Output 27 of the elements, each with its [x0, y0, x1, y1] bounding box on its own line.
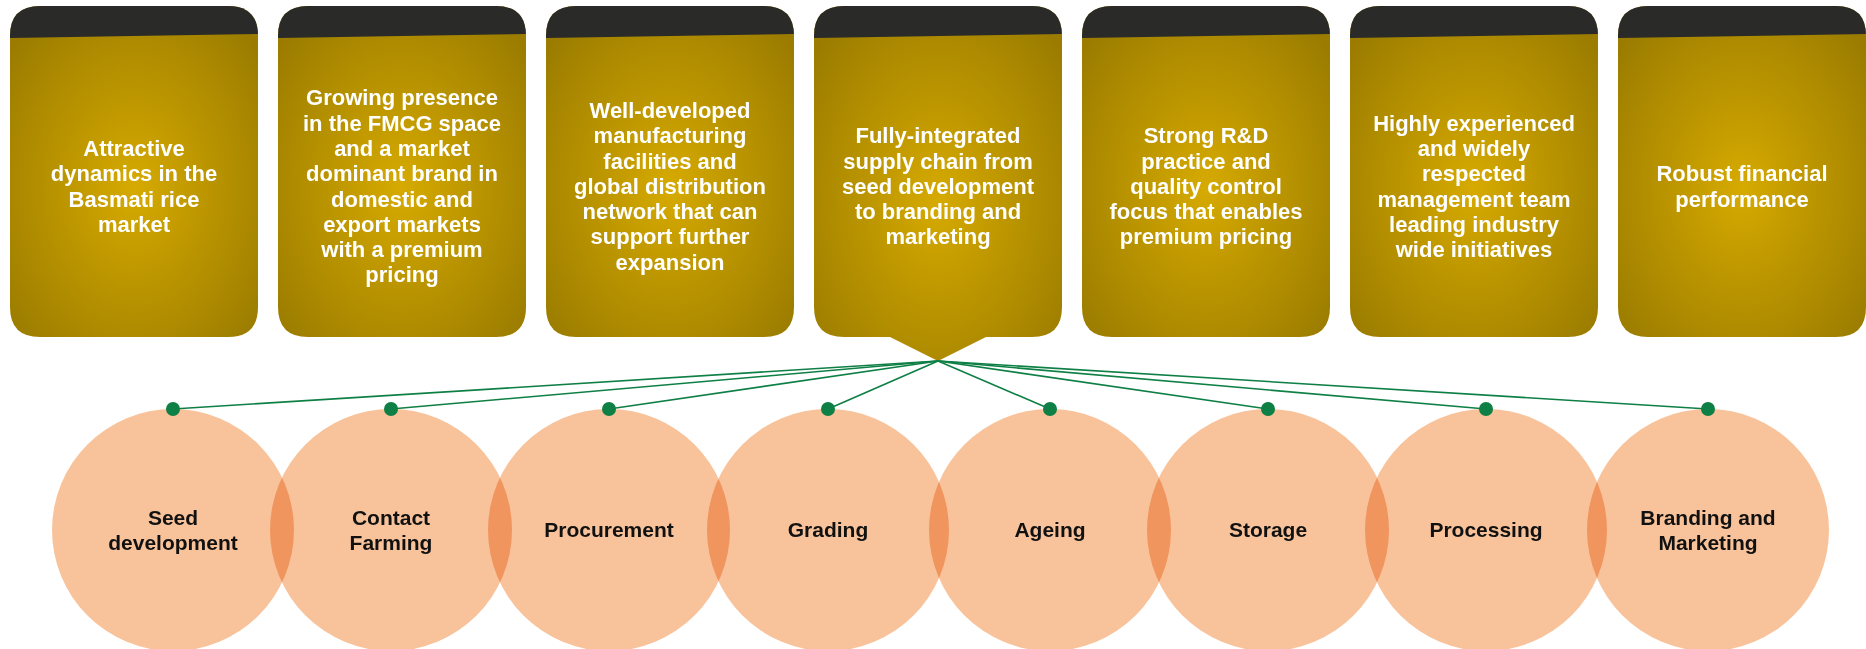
strength-text: Growing presence in the FMCG space and a market dominant brand in domestic and export markets with a premium pricing: [301, 85, 502, 288]
step-label: Ageing: [1014, 517, 1086, 543]
step-label: Processing: [1429, 517, 1543, 543]
connector-line: [384, 360, 939, 416]
strength-text: Robust financial performance: [1655, 161, 1829, 212]
strength-card: [546, 6, 794, 337]
strength-card: [10, 6, 258, 337]
connector-line: [602, 360, 939, 416]
strength-text: Attractive dynamics in the Basmati rice market: [49, 135, 219, 238]
strength-text: Strong R&D practice and quality control focus that enables premium pricing: [1108, 123, 1304, 250]
step-label: Contact Farming: [348, 504, 434, 556]
strength-text: Highly experienced and widely respected management team leading industry wide initiatives: [1372, 110, 1576, 263]
strength-text: Well-developed manufacturing facilities and global distribution network that can support further expansion: [573, 97, 767, 276]
step-label: Branding and Marketing: [1639, 504, 1777, 556]
step-label: Seed development: [107, 504, 239, 556]
strength-card: [1618, 6, 1866, 337]
strength-text: Fully-integrated supply chain from seed development to branding and marketing: [841, 123, 1035, 250]
connector-line: [937, 360, 1715, 416]
connector-line: [821, 360, 939, 416]
strength-card: [278, 6, 526, 337]
step-label: Storage: [1228, 517, 1308, 543]
step-label: Procurement: [544, 517, 674, 543]
strength-card: [1350, 6, 1598, 337]
connector-line: [937, 360, 1057, 416]
strength-card: [1082, 6, 1330, 337]
step-label: Grading: [787, 517, 869, 543]
strength-card: [814, 6, 1062, 361]
